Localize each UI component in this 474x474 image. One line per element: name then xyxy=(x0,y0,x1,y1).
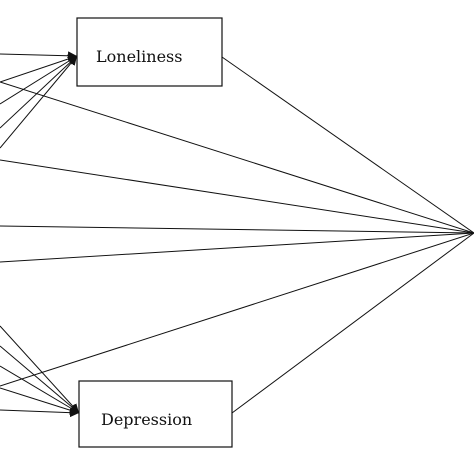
arrow-to-depression xyxy=(0,365,80,414)
node-loneliness: Loneliness xyxy=(76,17,223,87)
arrow-to-loneliness xyxy=(0,51,78,61)
arrow-to-depression xyxy=(0,387,80,415)
loneliness-label: Loneliness xyxy=(96,47,182,66)
arrow-to-loneliness xyxy=(0,55,78,129)
path-line xyxy=(231,232,474,414)
path-line xyxy=(0,232,474,387)
depression-incoming-arrows xyxy=(0,325,80,418)
path-line xyxy=(0,225,474,234)
path-line xyxy=(0,159,474,234)
depression-label: Depression xyxy=(101,410,192,429)
node-depression: Depression xyxy=(78,380,233,448)
arrow-to-loneliness xyxy=(0,55,78,149)
arrow-to-depression xyxy=(0,408,80,418)
outcome-converging-lines xyxy=(0,56,474,414)
arrow-to-loneliness xyxy=(0,55,78,105)
arrow-to-depression xyxy=(0,345,80,414)
depression-box xyxy=(78,380,233,448)
loneliness-incoming-arrows xyxy=(0,51,78,149)
path-line xyxy=(0,232,474,263)
arrow-to-depression xyxy=(0,325,80,414)
loneliness-box xyxy=(76,17,223,87)
path-line xyxy=(221,56,474,234)
arrow-to-loneliness xyxy=(0,54,78,83)
path-line xyxy=(0,81,474,234)
